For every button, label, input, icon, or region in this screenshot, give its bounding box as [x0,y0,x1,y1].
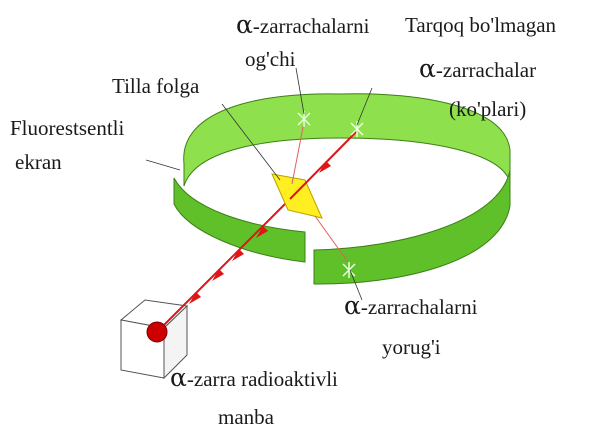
alpha-beam-line [156,198,291,333]
beam-arrowhead [212,269,224,281]
label-scattered-bottom: α-zarrachalarni [344,291,478,320]
leader-line-foil [221,103,281,181]
label-screen-line1: Fluorestsentli [10,116,125,140]
flash-unscattered [350,121,364,137]
beam-arrowhead [189,292,201,304]
label-screen-line2: ekran [15,150,62,174]
screen-front-left [173,177,306,263]
label-source-line2: manba [218,405,274,429]
leader-line-scattered-top [295,67,305,115]
label-unscattered-line1: Tarqoq bo'lmagan [405,13,557,37]
label-unscattered-line2: α-zarrachalar [419,54,537,83]
screen-front-right [313,169,511,285]
label-scattered-top: α-zarrachalarni [236,10,370,39]
leader-line-scattered-bottom [349,269,363,301]
leader-line-unscattered [356,87,373,126]
radioactive-source-ball [146,321,168,343]
screen-back-face [183,93,511,187]
beam-arrowhead [232,249,244,261]
label-scattered-bottom-line2: yorug'i [382,335,441,359]
unscattered-beam-line [289,130,358,200]
label-source: α-zarra radioaktivli [170,363,338,392]
scattered-path-down [314,215,349,263]
leader-line-screen [145,159,181,171]
label-scattered-top-line2: og'chi [245,47,296,71]
gold-foil [271,173,323,219]
scattered-path-up [291,121,305,185]
beam-arrowhead [256,226,268,238]
beam-arrowhead [319,161,331,173]
label-unscattered-line3: (ko'plari) [449,97,527,121]
flash-scattered-down [342,262,356,278]
label-gold-foil: Tilla folga [112,74,200,98]
